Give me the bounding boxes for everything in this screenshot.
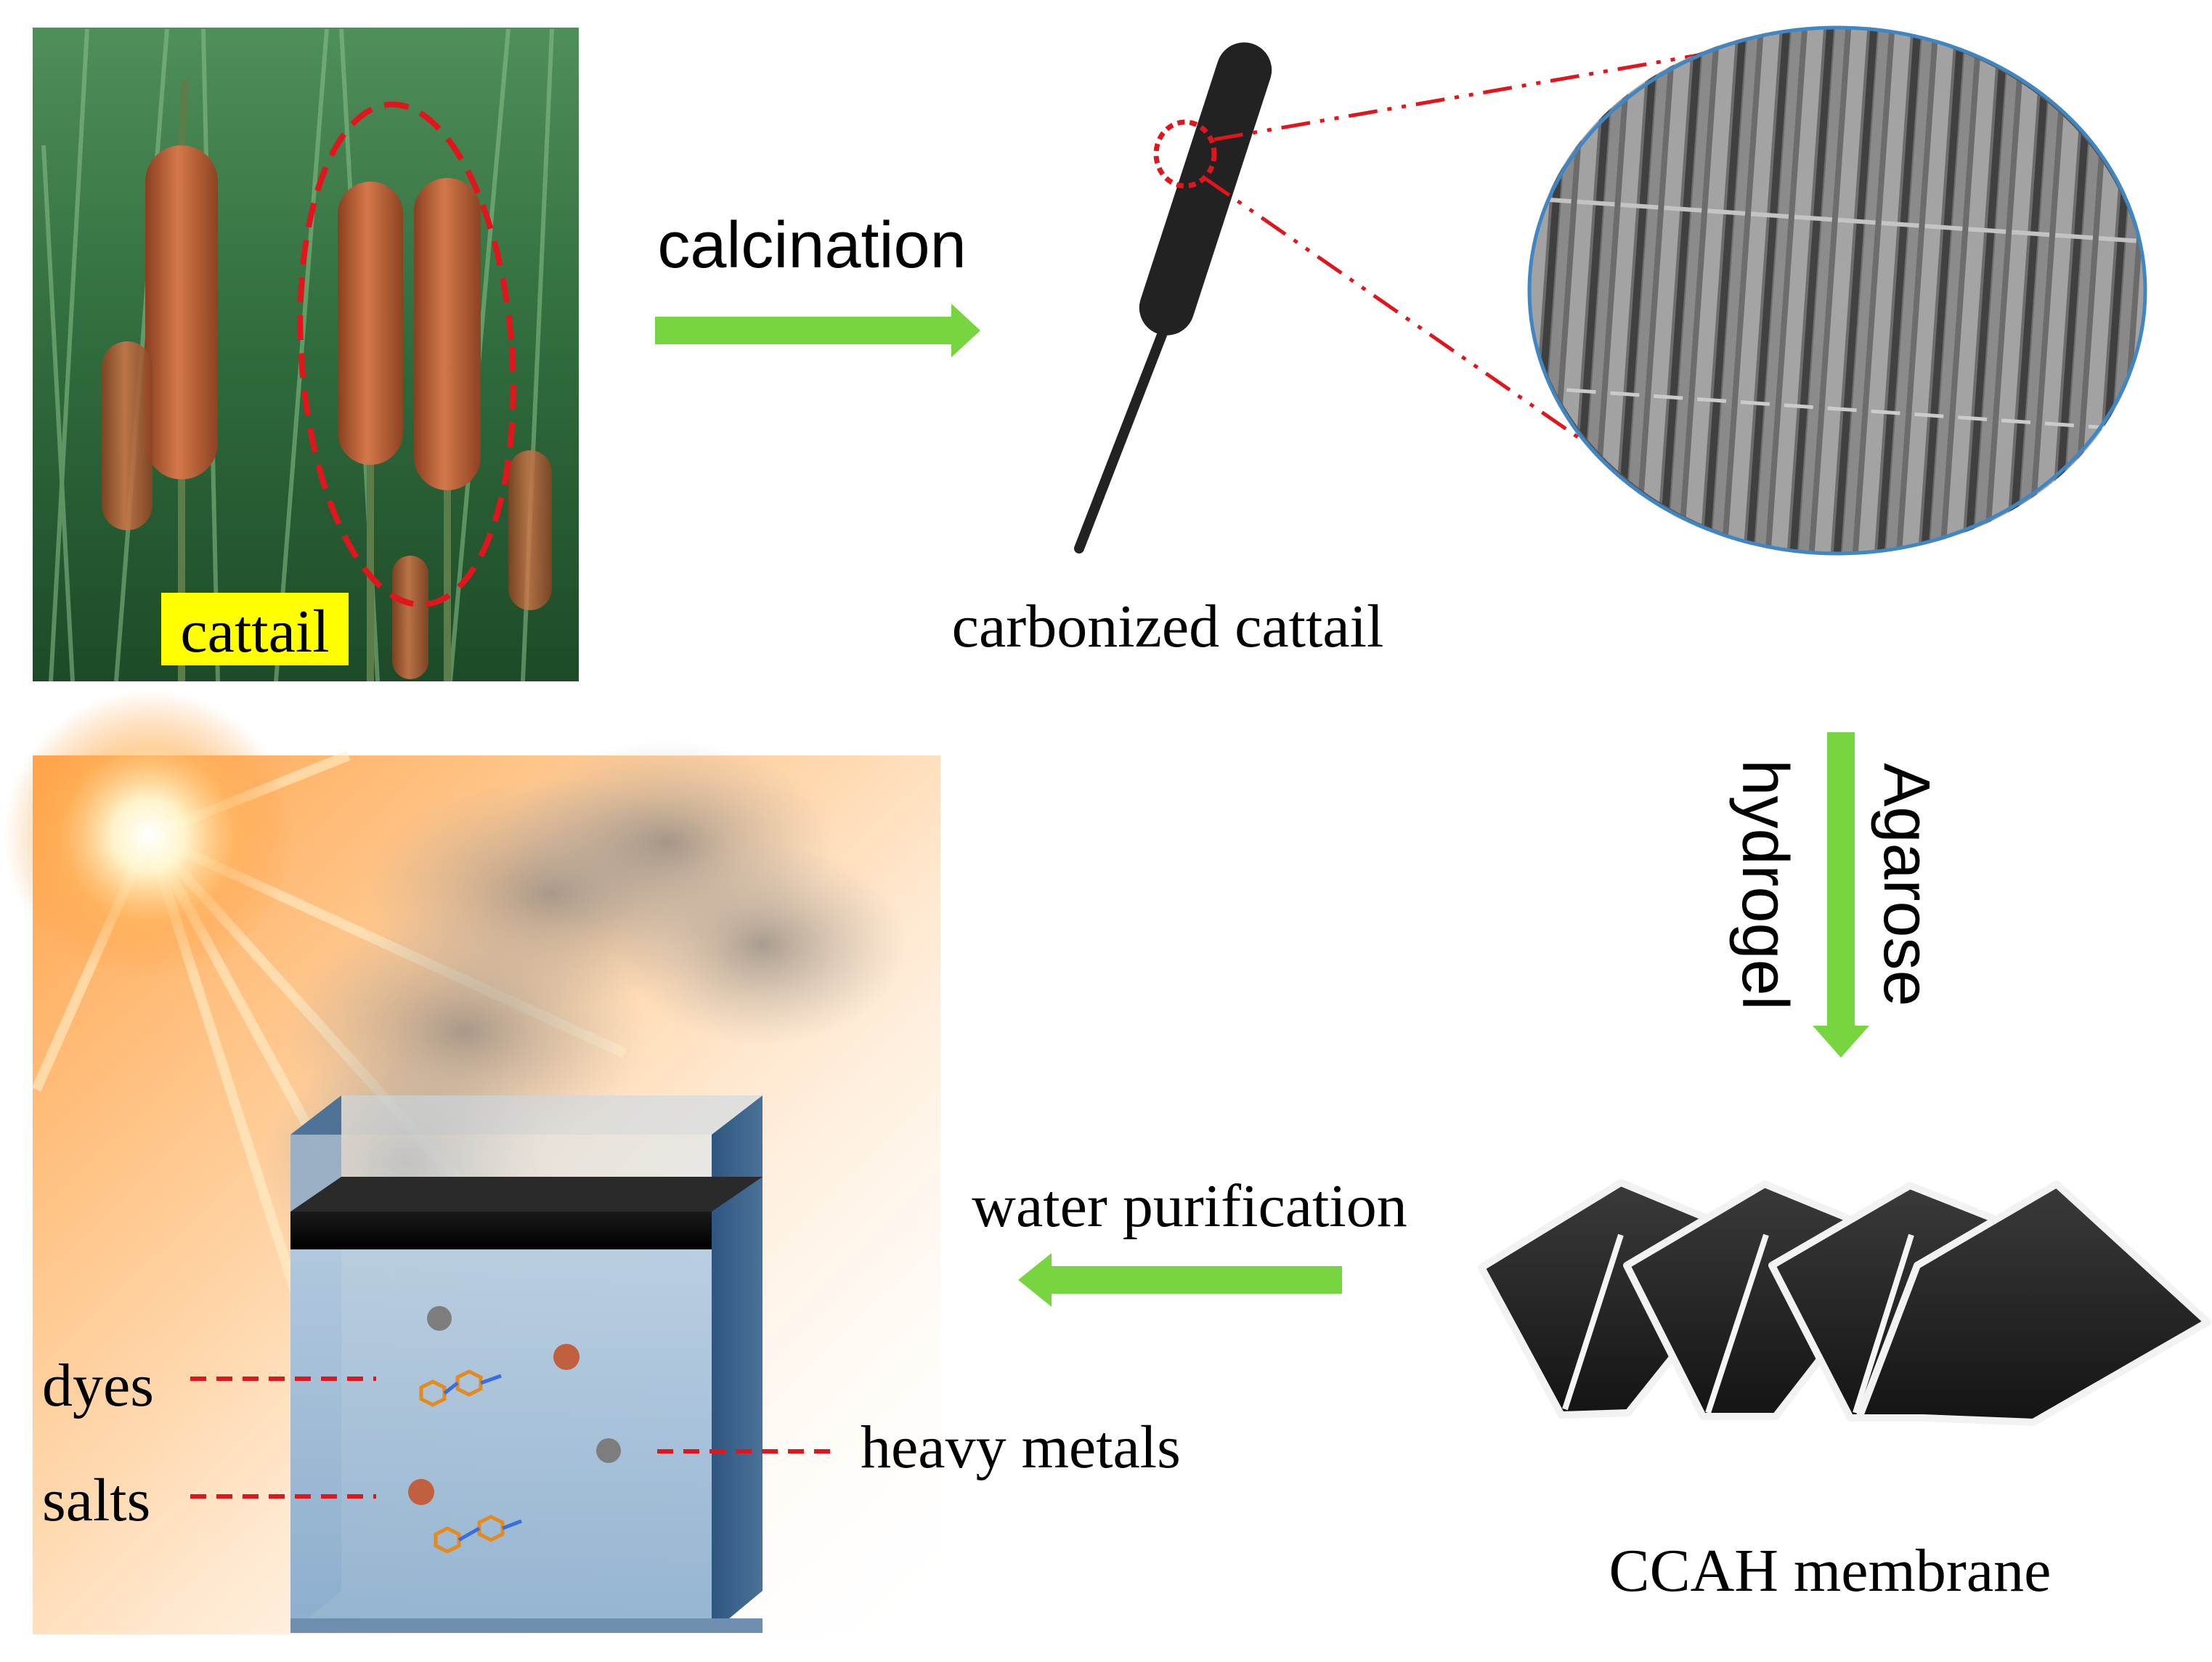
carbonized-caption: carbonized cattail xyxy=(952,593,1384,660)
cattail-caption: cattail xyxy=(180,598,329,665)
water-tank xyxy=(290,1095,763,1633)
agarose-label-line1: Agarose xyxy=(1870,763,1943,1006)
tank-bottom xyxy=(290,1618,763,1633)
solar-evaporator: dyes salts heavy metals xyxy=(4,690,1181,1634)
tank-back-rim xyxy=(290,1095,763,1135)
cattail-spikes xyxy=(102,145,552,679)
cattail-photo: cattail xyxy=(33,28,579,682)
carbonized-cattail: carbonized cattail xyxy=(952,42,1384,660)
heavy-metal-particle xyxy=(427,1306,452,1331)
agarose-arrow xyxy=(1813,732,1869,1058)
cattail-caption-bg xyxy=(161,593,349,665)
water-purification-arrow xyxy=(1018,1253,1342,1307)
membrane-grooves xyxy=(1562,1233,1914,1414)
tank-water xyxy=(290,1235,712,1633)
calcination-arrow xyxy=(655,304,980,357)
ccah-membrane: CCAH membrane xyxy=(1478,1179,2211,1605)
carbonized-stem xyxy=(1074,307,1176,554)
zoom-source-ellipse xyxy=(1153,119,1217,189)
heavy-metal-particle xyxy=(596,1438,621,1463)
pollutant-particles xyxy=(408,1306,621,1554)
membrane-prisms xyxy=(1478,1179,2211,1426)
tank-right-side xyxy=(712,1095,763,1633)
carbonized-spike xyxy=(1139,42,1272,336)
salts-label: salts xyxy=(42,1467,150,1534)
salt-particle xyxy=(408,1479,434,1505)
absorber-top xyxy=(290,1177,763,1212)
sem-border xyxy=(1527,25,2147,556)
calcination-label: calcination xyxy=(657,209,966,282)
water-purification-label: water purification xyxy=(972,1172,1407,1240)
dyes-label: dyes xyxy=(42,1352,154,1419)
heavy-metals-label: heavy metals xyxy=(861,1414,1181,1481)
absorber-front xyxy=(290,1212,712,1249)
calcination-step: calcination xyxy=(655,209,980,357)
water-purification-step: water purification xyxy=(972,1172,1407,1307)
membrane-caption: CCAH membrane xyxy=(1609,1537,2052,1605)
sem-fibers xyxy=(1511,7,2163,575)
leader-lines xyxy=(190,1377,835,1499)
selection-ellipse xyxy=(297,101,516,608)
sem-micrograph xyxy=(1511,7,2163,575)
dye-molecule xyxy=(434,1515,522,1554)
sun xyxy=(4,690,294,981)
salt-particle xyxy=(553,1344,580,1370)
agarose-label-line2: hydrogel xyxy=(1728,759,1801,1010)
dye-molecule xyxy=(419,1369,502,1407)
agarose-step: Agarose hydrogel xyxy=(1728,732,1943,1058)
zoom-callout xyxy=(1204,41,1765,471)
